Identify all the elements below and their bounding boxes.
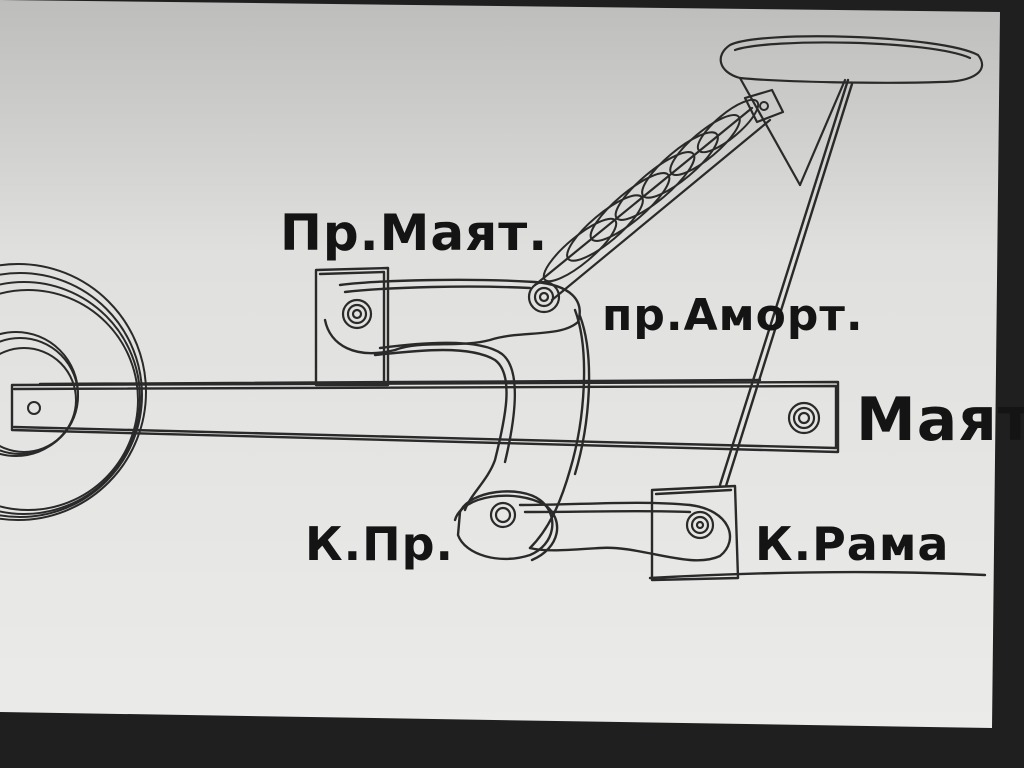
swingarm-bracket-pivot-icon — [341, 298, 373, 330]
label-mayat: Маят. — [856, 385, 1024, 455]
axle-icon — [27, 401, 41, 415]
label-pr-mayat: Пр.Маят. — [280, 204, 548, 262]
swingarm-pivot-icon — [787, 401, 821, 435]
wheel — [0, 263, 147, 521]
dogleg-link — [373, 341, 516, 512]
label-k-rama: К.Рама — [755, 517, 949, 571]
shock-upper-mount-icon — [759, 101, 769, 111]
frame-tube — [718, 78, 854, 488]
label-k-pr: К.Пр. — [305, 517, 454, 571]
label-pr-amort: пр.Аморт. — [602, 290, 864, 341]
vertical-rocker — [528, 308, 591, 550]
shock-spring — [542, 98, 760, 283]
frame-pivot-icon — [685, 510, 715, 540]
lower-link — [453, 490, 732, 562]
link-pivot-icon — [489, 501, 517, 529]
swingarm — [10, 378, 840, 454]
swingarm-bracket — [314, 266, 390, 387]
shock-lower-mount-icon — [527, 280, 561, 314]
frame-bracket — [648, 484, 987, 582]
rocker-link — [323, 278, 581, 355]
